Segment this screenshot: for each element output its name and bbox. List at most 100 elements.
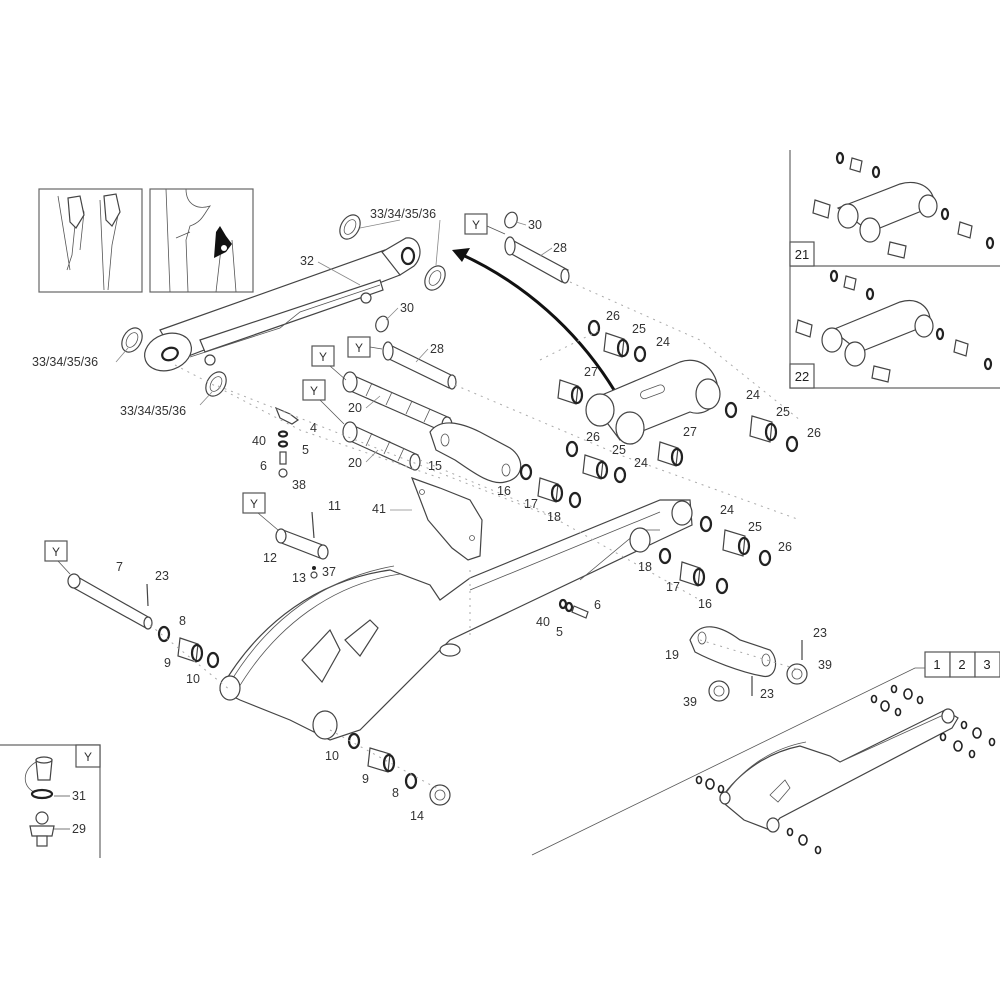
- view-selector[interactable]: 1 2 3: [924, 651, 1000, 678]
- callout-17-upper[interactable]: 17: [524, 497, 538, 511]
- pin-7[interactable]: [67, 573, 153, 630]
- callout-14[interactable]: 14: [410, 809, 424, 823]
- variant-22[interactable]: 22: [789, 269, 993, 389]
- assembly-arrow-head: [452, 248, 470, 262]
- bushings-lower: [347, 732, 451, 806]
- option-marker-text: Y: [52, 545, 60, 559]
- view-tab-3[interactable]: 3: [983, 657, 990, 672]
- callout-11[interactable]: 11: [328, 499, 341, 513]
- option-markers: Y Y Y Y Y Y: [44, 213, 506, 575]
- callout-27-a[interactable]: 27: [584, 365, 598, 379]
- callout-13[interactable]: 13: [292, 571, 306, 585]
- option-marker-20-lower: Y: [302, 379, 345, 425]
- variant-21[interactable]: 21: [789, 151, 995, 267]
- option-marker-text: Y: [310, 384, 318, 398]
- callout-27-b[interactable]: 27: [683, 425, 697, 439]
- castle-nuts-39: [708, 663, 808, 702]
- callout-10-upper[interactable]: 10: [186, 672, 200, 686]
- callout-4[interactable]: 4: [310, 421, 317, 435]
- bushings-right: [519, 319, 799, 595]
- callout-26-d[interactable]: 26: [778, 540, 792, 554]
- bushings-left: [157, 625, 220, 669]
- fastener-stack: [274, 406, 300, 478]
- callout-30-lower[interactable]: 30: [400, 301, 414, 315]
- callout-25-c[interactable]: 25: [612, 443, 626, 457]
- callout-19[interactable]: 19: [665, 648, 679, 662]
- hydraulic-cylinder[interactable]: [139, 237, 421, 377]
- bracket-41[interactable]: [410, 476, 483, 561]
- callout-33-36-left[interactable]: 33/34/35/36: [32, 355, 98, 369]
- callout-16-upper[interactable]: 16: [497, 484, 511, 498]
- callout-5-lower[interactable]: 5: [556, 625, 563, 639]
- callout-28-lower[interactable]: 28: [430, 342, 444, 356]
- leader-lines: [115, 219, 553, 511]
- view-tab-3-box[interactable]: [974, 651, 1000, 678]
- callout-24-c[interactable]: 24: [634, 456, 648, 470]
- callout-20-upper[interactable]: 20: [348, 401, 362, 415]
- callout-12[interactable]: 12: [263, 551, 277, 565]
- callout-26-a[interactable]: 26: [606, 309, 620, 323]
- option-marker-7: Y: [44, 540, 71, 575]
- link-plate-19[interactable]: [689, 626, 803, 696]
- callout-5-upper[interactable]: 5: [302, 443, 309, 457]
- callout-41[interactable]: 41: [372, 502, 386, 516]
- option-marker-20-upper: Y: [311, 345, 347, 381]
- option-marker-text: Y: [250, 497, 258, 511]
- callout-26-b[interactable]: 26: [807, 426, 821, 440]
- callout-28-upper[interactable]: 28: [553, 241, 567, 255]
- callout-24-b[interactable]: 24: [746, 388, 760, 402]
- pin-20-lower[interactable]: [342, 421, 421, 471]
- view-tab-2[interactable]: 2: [958, 657, 965, 672]
- callout-25-b[interactable]: 25: [776, 405, 790, 419]
- callout-8-upper[interactable]: 8: [179, 614, 186, 628]
- callout-33-36-top[interactable]: 33/34/35/36: [370, 207, 436, 221]
- link-27-assembly[interactable]: [557, 359, 721, 445]
- inset-variants: 21 22: [789, 150, 1000, 389]
- callout-26-c[interactable]: 26: [586, 430, 600, 444]
- callout-32[interactable]: 32: [300, 254, 314, 268]
- pin-28-lower[interactable]: [374, 314, 457, 390]
- callout-20-lower[interactable]: 20: [348, 456, 362, 470]
- callout-37[interactable]: 37: [322, 565, 336, 579]
- callout-23-left[interactable]: 23: [155, 569, 169, 583]
- reference-thumbnail-2: [149, 188, 254, 293]
- callout-labels: 32 33/34/35/36 33/34/35/36 33/34/35/36 3…: [32, 207, 832, 823]
- callout-25-a[interactable]: 25: [632, 322, 646, 336]
- option-marker-text: Y: [472, 218, 480, 232]
- callout-24-d[interactable]: 24: [720, 503, 734, 517]
- callout-39-left[interactable]: 39: [683, 695, 697, 709]
- callout-18-upper[interactable]: 18: [547, 510, 561, 524]
- pin-12[interactable]: [275, 511, 329, 579]
- callout-18-lower[interactable]: 18: [638, 560, 652, 574]
- view-tab-1[interactable]: 1: [933, 657, 940, 672]
- callout-40-upper[interactable]: 40: [252, 434, 266, 448]
- callout-33-36-bottom[interactable]: 33/34/35/36: [120, 404, 186, 418]
- pin-28-upper[interactable]: [503, 210, 570, 284]
- callout-9-lower[interactable]: 9: [362, 772, 369, 786]
- lift-arm[interactable]: [219, 499, 693, 741]
- view-tab-1-box[interactable]: [924, 651, 951, 678]
- callout-10-lower[interactable]: 10: [325, 749, 339, 763]
- callout-6-upper[interactable]: 6: [260, 459, 267, 473]
- callout-8-lower[interactable]: 8: [392, 786, 399, 800]
- callout-25-d[interactable]: 25: [748, 520, 762, 534]
- callout-16-lower[interactable]: 16: [698, 597, 712, 611]
- callout-7[interactable]: 7: [116, 560, 123, 574]
- assembly-arrow: [455, 250, 622, 401]
- assembly-guides: [149, 281, 801, 791]
- callout-39-right[interactable]: 39: [818, 658, 832, 672]
- callout-38[interactable]: 38: [292, 478, 306, 492]
- callout-40-lower[interactable]: 40: [536, 615, 550, 629]
- option-marker-12: Y: [242, 492, 279, 531]
- cylinder-washers: [121, 214, 446, 397]
- callout-17-lower[interactable]: 17: [666, 580, 680, 594]
- callout-9-upper[interactable]: 9: [164, 656, 171, 670]
- callout-24-a[interactable]: 24: [656, 335, 670, 349]
- callout-23-lower[interactable]: 23: [760, 687, 774, 701]
- callout-15[interactable]: 15: [428, 459, 442, 473]
- link-plate-15[interactable]: [429, 422, 522, 484]
- callout-30-upper[interactable]: 30: [528, 218, 542, 232]
- callout-23-right[interactable]: 23: [813, 626, 827, 640]
- callout-6-lower[interactable]: 6: [594, 598, 601, 612]
